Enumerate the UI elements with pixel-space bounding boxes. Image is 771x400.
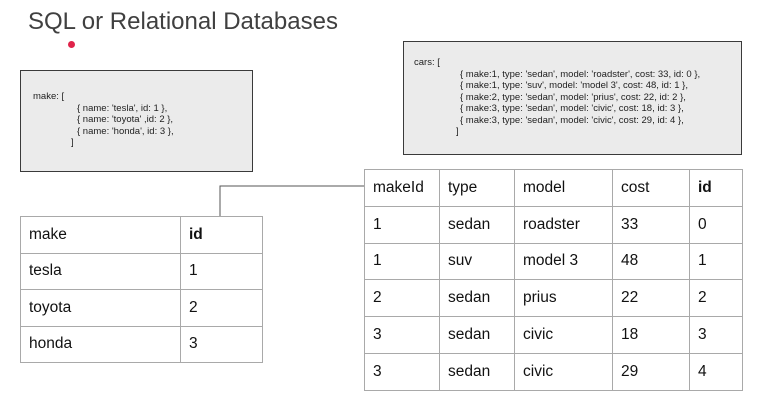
table-cell: 48 bbox=[612, 242, 690, 281]
table-header-row: makeId type model cost id bbox=[364, 169, 743, 207]
table-cell: 1 bbox=[180, 252, 263, 290]
column-header: cost bbox=[612, 169, 690, 207]
table-cell: 3 bbox=[689, 316, 743, 354]
code-line: ] bbox=[71, 137, 74, 148]
table-cell: civic bbox=[514, 316, 613, 354]
code-line: cars: [ bbox=[414, 57, 440, 68]
make-table: make id tesla 1 toyota 2 honda 3 bbox=[20, 216, 263, 363]
table-cell: roadster bbox=[514, 205, 613, 244]
table-cell: 1 bbox=[364, 242, 440, 281]
laser-pointer-dot bbox=[68, 41, 75, 48]
make-code-snippet: make: [ { name: 'tesla', id: 1 }, { name… bbox=[20, 70, 253, 172]
table-cell: suv bbox=[439, 242, 515, 281]
table-cell: 18 bbox=[612, 316, 690, 354]
table-cell: 1 bbox=[689, 242, 743, 281]
table-row: 1 suv model 3 48 1 bbox=[364, 242, 743, 281]
table-cell: 3 bbox=[180, 325, 263, 363]
code-line: { make:3, type: 'sedan', model: 'civic',… bbox=[460, 114, 684, 126]
table-header-row: make id bbox=[20, 216, 263, 254]
column-header: type bbox=[439, 169, 515, 207]
table-row: honda 3 bbox=[20, 325, 263, 363]
table-cell: honda bbox=[20, 325, 181, 363]
cars-code-snippet: cars: [ { make:1, type: 'sedan', model: … bbox=[403, 41, 742, 155]
table-cell: 1 bbox=[364, 205, 440, 244]
table-cell: sedan bbox=[439, 279, 515, 318]
slide-title: SQL or Relational Databases bbox=[28, 8, 338, 35]
table-cell: 33 bbox=[612, 205, 690, 244]
table-cell: civic bbox=[514, 352, 613, 391]
table-cell: sedan bbox=[439, 205, 515, 244]
table-row: tesla 1 bbox=[20, 252, 263, 290]
code-line: { name: 'tesla', id: 1 }, bbox=[77, 102, 168, 114]
table-cell: 3 bbox=[364, 316, 440, 354]
table-cell: 0 bbox=[689, 205, 743, 244]
code-line: { name: 'toyota' ,id: 2 }, bbox=[77, 114, 174, 125]
column-header: id bbox=[180, 216, 263, 254]
table-cell: 29 bbox=[612, 352, 690, 391]
table-cell: 2 bbox=[364, 279, 440, 318]
table-cell: prius bbox=[514, 279, 613, 318]
code-line: make: [ bbox=[33, 91, 65, 102]
table-cell: 2 bbox=[689, 279, 743, 318]
table-cell: sedan bbox=[439, 352, 515, 391]
code-line: { make:2, type: 'sedan', model: 'prius',… bbox=[460, 91, 686, 103]
table-cell: sedan bbox=[439, 316, 515, 354]
cars-table: makeId type model cost id 1 sedan roadst… bbox=[364, 169, 743, 391]
code-line: { make:1, type: 'suv', model: 'model 3',… bbox=[460, 80, 688, 91]
table-row: 2 sedan prius 22 2 bbox=[364, 279, 743, 318]
code-line: ] bbox=[456, 126, 459, 137]
table-cell: 22 bbox=[612, 279, 690, 318]
table-cell: toyota bbox=[20, 289, 181, 327]
column-header: model bbox=[514, 169, 613, 207]
table-cell: 3 bbox=[364, 352, 440, 391]
table-cell: tesla bbox=[20, 252, 181, 290]
code-line: { make:3, type: 'sedan', model: 'civic',… bbox=[460, 103, 684, 114]
table-cell: 2 bbox=[180, 289, 263, 327]
table-row: 3 sedan civic 29 4 bbox=[364, 352, 743, 391]
column-header: id bbox=[689, 169, 743, 207]
table-row: 1 sedan roadster 33 0 bbox=[364, 205, 743, 244]
table-cell: model 3 bbox=[514, 242, 613, 281]
column-header: makeId bbox=[364, 169, 440, 207]
table-cell: 4 bbox=[689, 352, 743, 391]
column-header: make bbox=[20, 216, 181, 254]
table-row: toyota 2 bbox=[20, 289, 263, 327]
table-row: 3 sedan civic 18 3 bbox=[364, 316, 743, 354]
code-line: { name: 'honda', id: 3 }, bbox=[77, 125, 174, 137]
code-line: { make:1, type: 'sedan', model: 'roadste… bbox=[460, 68, 701, 80]
